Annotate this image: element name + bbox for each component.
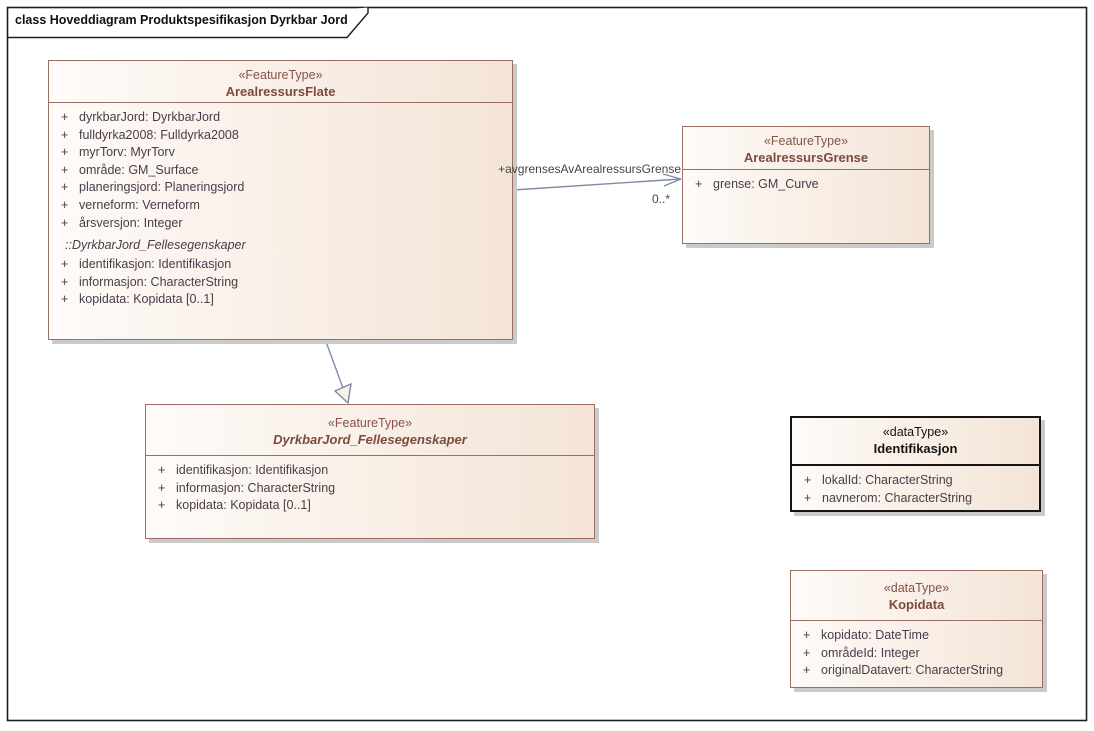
- class-header: «FeatureType» ArealressursFlate: [49, 61, 512, 103]
- class-name: DyrkbarJord_Fellesegenskaper: [273, 432, 467, 447]
- attribute-row: + navnerom: CharacterString: [804, 490, 1039, 508]
- class-box-kopidata[interactable]: «dataType» Kopidata + kopidato: DateTime …: [790, 570, 1043, 688]
- stereotype-label: «FeatureType»: [238, 68, 323, 82]
- visibility-marker: +: [61, 110, 69, 124]
- attribute-text: identifikasjon: Identifikasjon: [79, 257, 232, 272]
- diagram-frame: [6, 6, 1088, 722]
- attribute-row: + dyrkbarJord: DyrkbarJord: [61, 109, 512, 127]
- attribute-row: + identifikasjon: Identifikasjon: [61, 256, 512, 274]
- visibility-marker: +: [61, 215, 69, 230]
- attribute-row: + planeringsjord: Planeringsjord: [61, 179, 512, 197]
- attribute-text: originalDatavert: CharacterString: [821, 663, 1004, 678]
- generalization-arrowhead: [333, 382, 352, 405]
- inherited-from-label: ::DyrkbarJord_Fellesegenskaper: [65, 238, 246, 253]
- attribute-row: + område: GM_Surface: [61, 162, 512, 180]
- class-name: ArealressursFlate: [225, 84, 336, 99]
- attribute-text: områdeId: Integer: [821, 645, 920, 660]
- visibility-marker: +: [61, 292, 69, 307]
- attribute-compartment: + kopidato: DateTime + områdeId: Integer +…: [791, 621, 1042, 680]
- visibility-marker: +: [61, 197, 69, 212]
- visibility-marker: +: [804, 473, 812, 487]
- class-header: «dataType» Identifikasjon: [792, 418, 1039, 466]
- attribute-row: + kopidata: Kopidata [0..1]: [61, 291, 512, 309]
- attribute-text: grense: GM_Curve: [713, 177, 819, 191]
- attribute-text: planeringsjord: Planeringsjord: [79, 180, 245, 195]
- association-arrowhead: [662, 173, 682, 187]
- class-name: ArealressursGrense: [743, 150, 869, 165]
- class-box-arealressursgrense[interactable]: «FeatureType» ArealressursGrense + grense…: [682, 126, 930, 244]
- visibility-marker: +: [61, 127, 69, 142]
- attribute-text: dyrkbarJord: DyrkbarJord: [79, 110, 221, 124]
- frame-title: class Hoveddiagram Produktspesifikasjon …: [15, 13, 348, 27]
- attribute-row: + grense: GM_Curve: [695, 176, 929, 194]
- attribute-row: + myrTorv: MyrTorv: [61, 144, 512, 162]
- stereotype-label: «FeatureType»: [327, 416, 413, 430]
- visibility-marker: +: [61, 274, 69, 289]
- attribute-text: lokalId: CharacterString: [822, 473, 953, 487]
- visibility-marker: +: [158, 498, 166, 513]
- attribute-row: + kopidato: DateTime: [803, 627, 1042, 645]
- attribute-row: + områdeId: Integer: [803, 645, 1042, 663]
- class-box-dyrkbarjord-fellesegenskaper[interactable]: «FeatureType» DyrkbarJord_Fellesegenskap…: [145, 404, 595, 539]
- attribute-text: område: GM_Surface: [79, 162, 199, 177]
- class-name: Identifikasjon: [873, 441, 958, 456]
- attribute-row: + identifikasjon: Identifikasjon: [158, 462, 594, 480]
- visibility-marker: +: [158, 480, 166, 495]
- frame-tab: [7, 7, 369, 39]
- visibility-marker: +: [803, 628, 811, 642]
- attribute-compartment: + identifikasjon: Identifikasjon + informa…: [146, 456, 594, 515]
- class-box-arealressursflate[interactable]: «FeatureType» ArealressursFlate + dyrkbar…: [48, 60, 513, 340]
- visibility-marker: +: [61, 162, 69, 177]
- attribute-row: + lokalId: CharacterString: [804, 472, 1039, 490]
- visibility-marker: +: [61, 257, 69, 272]
- attribute-text: fulldyrka2008: Fulldyrka2008: [79, 127, 239, 142]
- attribute-text: kopidato: DateTime: [821, 628, 929, 642]
- stereotype-label: «dataType»: [883, 581, 950, 595]
- visibility-marker: +: [695, 177, 703, 191]
- visibility-marker: +: [803, 663, 811, 678]
- attribute-row: + informasjon: CharacterString: [158, 480, 594, 498]
- stereotype-label: «dataType»: [882, 425, 949, 439]
- attribute-text: myrTorv: MyrTorv: [79, 145, 175, 160]
- class-name: Kopidata: [888, 597, 945, 612]
- visibility-marker: +: [61, 180, 69, 195]
- association-label[interactable]: +avgrensesAvArealressursGrense: [498, 162, 681, 176]
- visibility-marker: +: [804, 490, 812, 505]
- visibility-marker: +: [803, 645, 811, 660]
- attribute-row: + originalDatavert: CharacterString: [803, 662, 1042, 680]
- visibility-marker: +: [158, 463, 166, 477]
- association-connector[interactable]: [512, 178, 682, 191]
- attribute-text: informasjon: CharacterString: [176, 480, 336, 495]
- association-multiplicity[interactable]: 0..*: [652, 192, 671, 206]
- attribute-row: + fulldyrka2008: Fulldyrka2008: [61, 127, 512, 145]
- attribute-row: + kopidata: Kopidata [0..1]: [158, 497, 594, 515]
- attribute-compartment: + lokalId: CharacterString + navnerom: Cha…: [792, 466, 1039, 507]
- class-header: «FeatureType» ArealressursGrense: [683, 127, 929, 170]
- class-header: «dataType» Kopidata: [791, 571, 1042, 621]
- attribute-text: verneform: Verneform: [79, 197, 200, 212]
- attribute-row: + årsversjon: Integer: [61, 215, 512, 233]
- class-header: «FeatureType» DyrkbarJord_Fellesegenskap…: [146, 405, 594, 456]
- attribute-text: navnerom: CharacterString: [822, 490, 973, 505]
- class-box-identifikasjon[interactable]: «dataType» Identifikasjon + lokalId: Char…: [790, 416, 1041, 512]
- attribute-text: årsversjon: Integer: [79, 215, 183, 230]
- attribute-text: informasjon: CharacterString: [79, 274, 239, 289]
- stereotype-label: «FeatureType»: [763, 134, 849, 148]
- visibility-marker: +: [61, 145, 69, 160]
- attribute-compartment: + dyrkbarJord: DyrkbarJord + fulldyrka2008…: [49, 103, 512, 309]
- generalization-connector[interactable]: [324, 338, 344, 389]
- attribute-text: kopidata: Kopidata [0..1]: [79, 292, 214, 307]
- attribute-text: kopidata: Kopidata [0..1]: [176, 498, 311, 513]
- attribute-compartment: + grense: GM_Curve: [683, 170, 929, 194]
- attribute-row: + informasjon: CharacterString: [61, 274, 512, 292]
- attribute-text: identifikasjon: Identifikasjon: [176, 463, 329, 477]
- attribute-row: + verneform: Verneform: [61, 197, 512, 215]
